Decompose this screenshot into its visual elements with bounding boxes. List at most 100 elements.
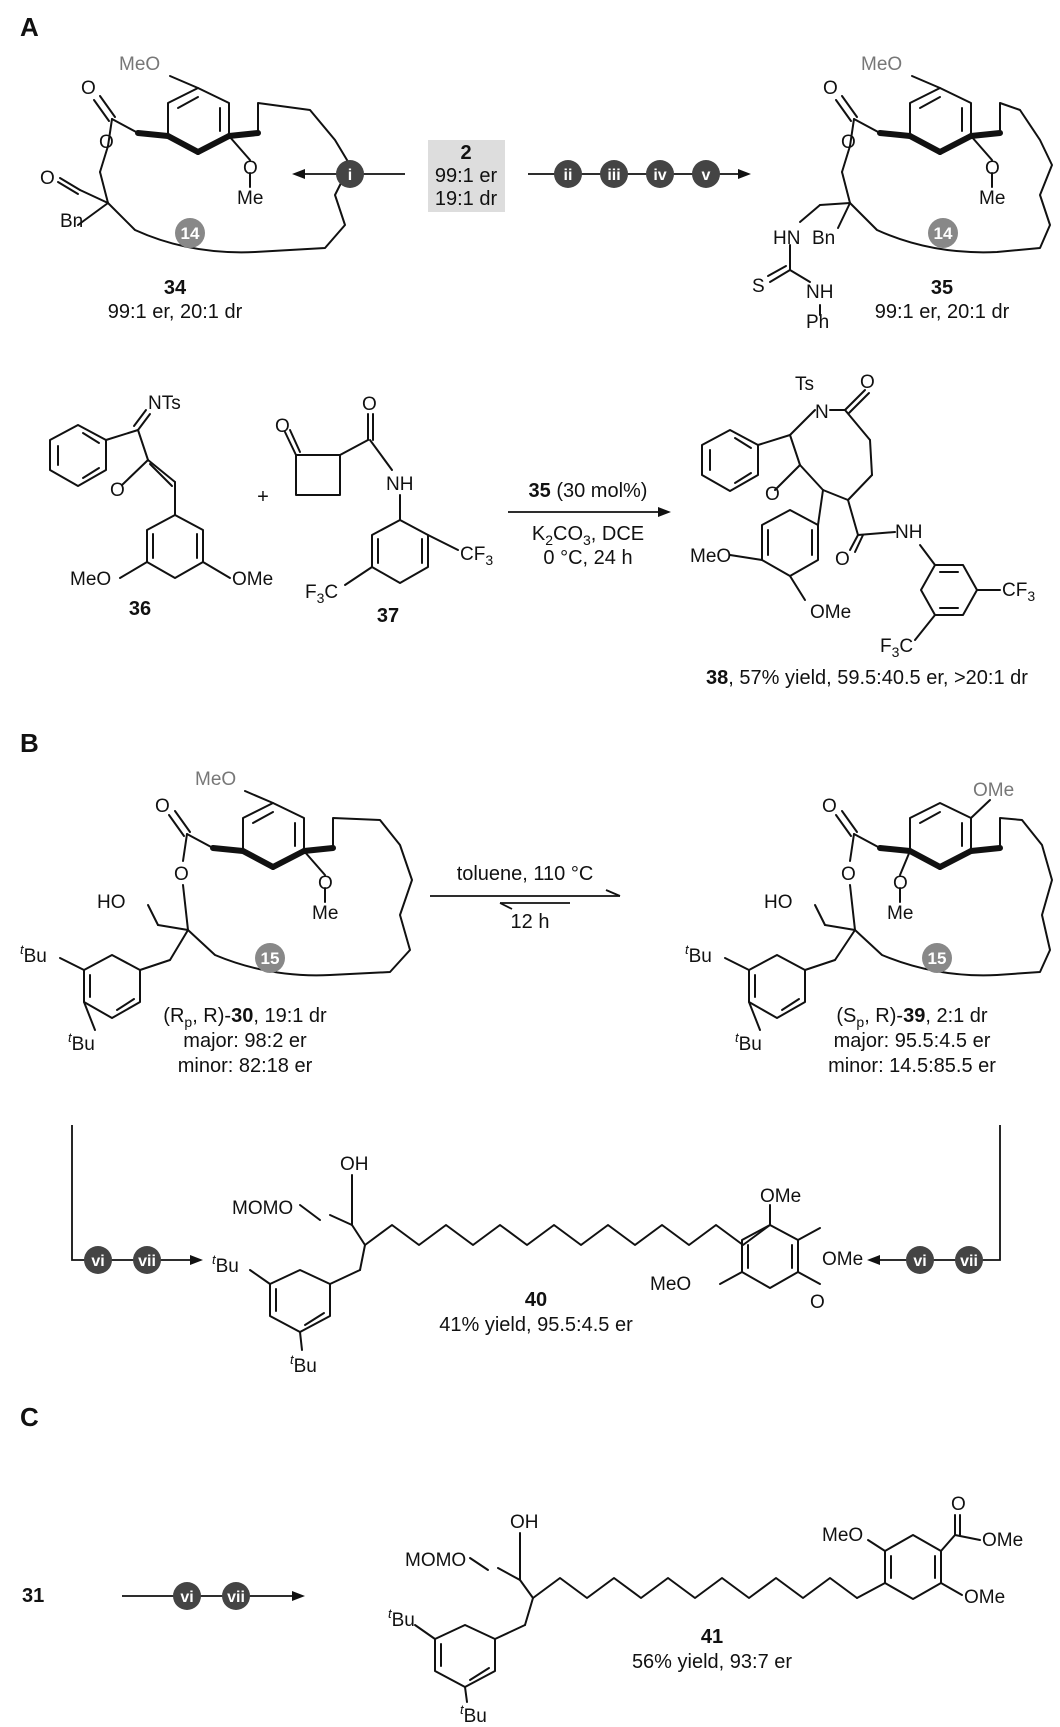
atom-ome-ester-41: OMe	[982, 1530, 1023, 1551]
atom-s-35: S	[752, 276, 765, 297]
compound-40-number: 40	[525, 1289, 547, 1311]
atom-me-34: Me	[237, 188, 263, 209]
atom-tbu-bottom-40: tBu	[290, 1352, 317, 1377]
compound-34-structure	[57, 75, 351, 254]
atom-o-carbonyl-30: O	[155, 796, 170, 817]
atom-o-carbonyl-41: O	[951, 1494, 966, 1515]
compound-38-structure	[701, 389, 1001, 641]
arrowhead-36-37-to-38	[658, 507, 671, 517]
compound-39-label: (Sp, R)-39, 2:1 dr	[836, 1005, 988, 1030]
atom-ts-38: Ts	[795, 374, 814, 395]
atom-meo-41: MeO	[822, 1525, 863, 1546]
atom-o-ome-34: O	[243, 158, 258, 179]
connector-30-to-40	[71, 1125, 190, 1261]
atom-cf3-37: CF3	[460, 544, 493, 568]
temperature-time-condition: 0 °C, 24 h	[543, 547, 632, 569]
atom-ome-39: OMe	[973, 780, 1014, 801]
ring-size-badge-35	[928, 218, 958, 248]
start-material-er: 99:1 er	[435, 165, 498, 187]
step-vii-badge-c	[222, 1582, 250, 1610]
step-vi-badge-right	[906, 1246, 934, 1274]
plus-sign: +	[257, 486, 269, 508]
compound-30-label: (Rp, R)-30, 19:1 dr	[163, 1005, 327, 1030]
step-vi-badge-left	[84, 1246, 112, 1274]
atom-o-ester-35: O	[841, 132, 856, 153]
atom-momo-41: MOMO	[405, 1550, 466, 1571]
atom-meo-36: MeO	[70, 569, 111, 590]
atom-ome-top-40: OMe	[760, 1186, 801, 1207]
atom-o-furan-38: O	[765, 484, 780, 505]
compound-36-number: 36	[129, 598, 151, 620]
atom-tbu-top-30: tBu	[20, 942, 47, 967]
compound-37-number: 37	[377, 605, 399, 627]
step-i-label: i	[348, 167, 352, 184]
atom-f3c-37: F3C	[305, 582, 338, 606]
atom-o-ester-30: O	[174, 864, 189, 885]
catalyst-condition: 35 (30 mol%)	[529, 480, 648, 502]
equilibrium-reverse-head	[499, 902, 513, 910]
step-vii-label-left: vii	[138, 1253, 156, 1270]
compound-34-number: 34	[164, 277, 187, 299]
atom-o-amide-37: O	[362, 394, 377, 415]
atom-o-carbonyl-34: O	[81, 78, 96, 99]
atom-o-ome-39: O	[893, 873, 908, 894]
atom-ome-36: OMe	[232, 569, 273, 590]
compound-39-minor: minor: 14.5:85.5 er	[828, 1055, 996, 1077]
atom-tbu-bottom-30: tBu	[68, 1030, 95, 1055]
equilibrium-condition-above: toluene, 110 °C	[457, 863, 594, 885]
atom-nts-36: NTs	[148, 393, 181, 414]
ring-size-34: 14	[181, 224, 200, 243]
step-iii-badge	[600, 160, 628, 188]
panel-label-a: A	[20, 12, 39, 42]
compound-38-caption: 38, 57% yield, 59.5:40.5 er, >20:1 dr	[706, 667, 1028, 689]
atom-o-ester-40: O	[810, 1292, 825, 1313]
step-vi-badge-c	[173, 1582, 201, 1610]
atom-ho-30: HO	[97, 892, 126, 913]
step-vii-label-right: vii	[960, 1253, 978, 1270]
step-iv-label: iv	[653, 167, 666, 184]
compound-41-structure	[414, 1514, 981, 1703]
ring-size-39: 15	[928, 949, 947, 968]
atom-meo-38: MeO	[690, 546, 731, 567]
equilibrium-condition-below: 12 h	[511, 911, 550, 933]
atom-o-ome-35: O	[985, 158, 1000, 179]
atom-tbu-top-41: tBu	[388, 1606, 415, 1631]
atom-o-ester-34: O	[99, 132, 114, 153]
atom-n-38: N	[815, 402, 829, 423]
atom-bn-34: Bn	[60, 211, 83, 232]
compound-34-caption: 99:1 er, 20:1 dr	[108, 301, 243, 323]
compound-41-number: 41	[701, 1626, 723, 1648]
panel-label-b: B	[20, 728, 39, 758]
atom-meo-30: MeO	[195, 769, 236, 790]
atom-meo-35: MeO	[861, 54, 902, 75]
atom-tbu-top-40: tBu	[212, 1252, 239, 1277]
atom-momo-40: MOMO	[232, 1198, 293, 1219]
atom-meo-40: MeO	[650, 1274, 691, 1295]
atom-o-ketone-37: O	[275, 416, 290, 437]
atom-nh-37: NH	[386, 474, 413, 495]
step-v-badge	[692, 160, 720, 188]
atom-tbu-bottom-39: tBu	[735, 1030, 762, 1055]
atom-ome-ester-40: OMe	[822, 1249, 863, 1270]
compound-30-structure	[59, 790, 413, 1031]
step-vii-badge-left	[133, 1246, 161, 1274]
step-i-badge	[336, 160, 364, 188]
atom-me-35: Me	[979, 188, 1005, 209]
ring-size-30: 15	[261, 949, 280, 968]
atom-ho-39: HO	[764, 892, 793, 913]
arrowhead-to-35	[738, 169, 751, 179]
start-material-dr: 19:1 dr	[435, 188, 498, 210]
panel-label-c: C	[20, 1402, 39, 1432]
step-vi-label-left: vi	[91, 1253, 104, 1270]
compound-39-structure	[724, 799, 1053, 1031]
atom-o-lactam-38: O	[860, 372, 875, 393]
arrowhead-31-to-41	[292, 1591, 305, 1601]
compound-40-structure	[249, 1174, 821, 1351]
atom-o-carbonyl-39: O	[822, 796, 837, 817]
ring-size-badge-34	[175, 218, 205, 248]
compound-31-number: 31	[22, 1585, 44, 1607]
compound-35-number: 35	[931, 277, 953, 299]
start-material-box	[428, 140, 505, 212]
start-material-number: 2	[460, 142, 471, 164]
